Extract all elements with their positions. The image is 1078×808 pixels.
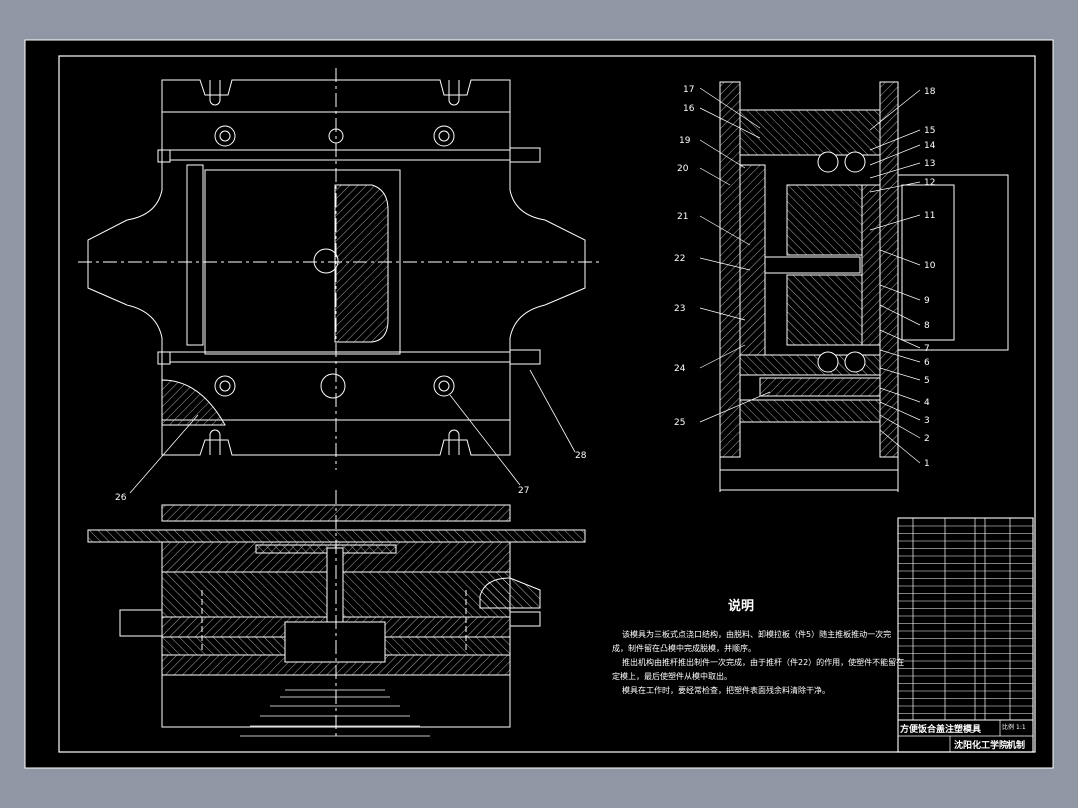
notes-line-2: 成，制件留在凸模中完成脱模，并顺序。 [612, 643, 756, 653]
title-block-scale-value: 1:1 [1016, 724, 1026, 731]
label-part-28: 28 [575, 451, 587, 461]
label-part-6: 6 [924, 358, 930, 368]
title-block-drawing-title: 方便饭合盖注塑模具 [900, 723, 981, 735]
label-part-16: 16 [683, 104, 695, 114]
notes-line-5: 模具在工作时，要经常检查，把塑件表面残余料清除干净。 [622, 685, 830, 695]
label-part-13: 13 [924, 159, 935, 169]
label-part-7: 7 [924, 344, 930, 354]
title-block-scale-label: 比例 [1002, 723, 1014, 731]
front-section-dimensions [240, 689, 430, 737]
plan-view [78, 68, 600, 470]
label-part-1: 1 [924, 459, 930, 469]
label-part-23: 23 [674, 304, 685, 314]
label-part-25: 25 [674, 418, 685, 428]
label-part-22: 22 [674, 254, 685, 264]
label-part-14: 14 [924, 141, 936, 151]
label-part-3: 3 [924, 416, 930, 426]
front-section-view [87, 490, 586, 740]
notes-line-3: 推出机构由推杆推出制件一次完成，由于推杆（件22）的作用，使塑件不能留在 [622, 657, 904, 667]
parts-list-table [897, 517, 1034, 753]
label-part-11: 11 [924, 211, 935, 221]
label-part-15: 15 [924, 126, 935, 136]
label-part-18: 18 [924, 87, 936, 97]
notes-line-1: 该模具为三板式点浇口结构，由脱料、卸模拉板（件5）随主推板推动一次完 [622, 629, 891, 639]
notes-line-4: 定模上，最后使塑件从模中取出。 [612, 671, 732, 681]
label-part-19: 19 [679, 136, 691, 146]
label-part-9: 9 [924, 296, 930, 306]
title-block-school: 沈阳化工学院 [954, 739, 1008, 751]
label-part-10: 10 [924, 261, 936, 271]
label-part-4: 4 [924, 398, 930, 408]
label-part-27: 27 [518, 486, 529, 496]
plan-view-cavity-section [334, 184, 389, 343]
title-block-dept: 机制 [1007, 739, 1025, 751]
label-part-20: 20 [677, 164, 689, 174]
label-part-17: 17 [683, 85, 694, 95]
side-view-leaders [699, 87, 921, 464]
parts-list-rows [898, 525, 1033, 714]
label-part-24: 24 [674, 364, 686, 374]
label-part-26: 26 [115, 493, 127, 503]
label-part-12: 12 [924, 178, 935, 188]
label-part-2: 2 [924, 434, 930, 444]
notes-title: 说明 [728, 598, 754, 614]
side-section-view [719, 81, 1009, 492]
label-part-21: 21 [677, 212, 688, 222]
label-part-8: 8 [924, 321, 930, 331]
drawing-border [58, 55, 1036, 753]
label-part-5: 5 [924, 376, 930, 386]
plan-view-leaders [129, 369, 576, 494]
